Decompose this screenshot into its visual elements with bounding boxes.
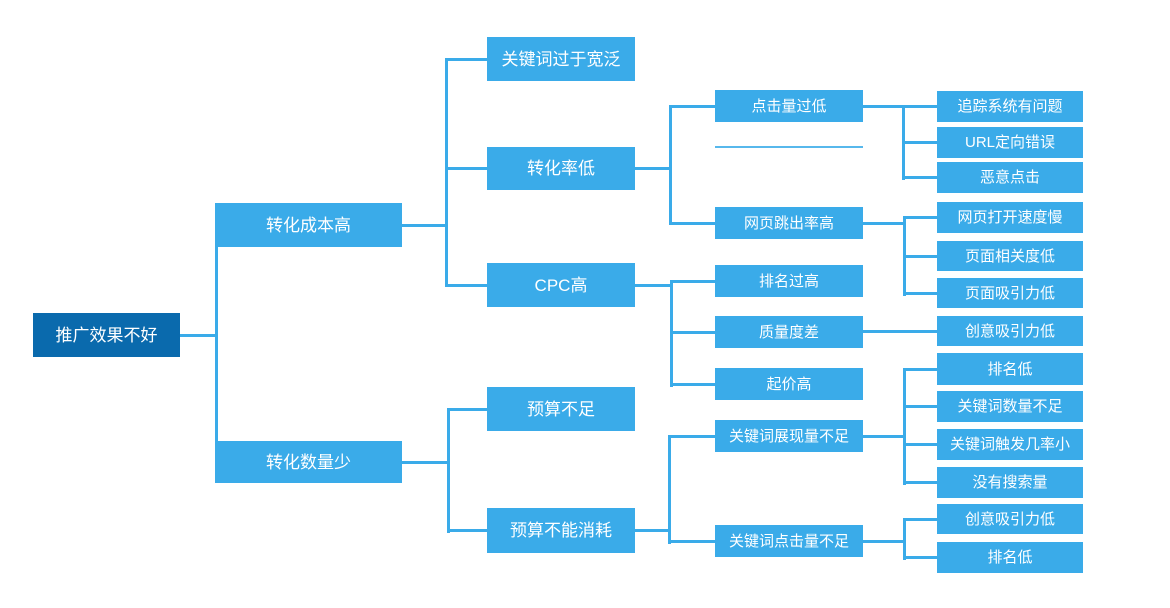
connector-stub-keyword-broad [445, 58, 487, 61]
connector-root [180, 334, 217, 337]
node-no-search-volume[interactable]: 没有搜索量 [937, 467, 1083, 498]
connector-impressions-spine [903, 368, 906, 485]
connector-quality-poor [863, 330, 937, 333]
connector-cost-high [402, 224, 448, 227]
node-conversion-count-low[interactable]: 转化数量少 [215, 441, 402, 483]
node-root[interactable]: 推广效果不好 [33, 313, 180, 357]
node-conversion-rate-low[interactable]: 转化率低 [487, 147, 635, 190]
node-page-appeal-low[interactable]: 页面吸引力低 [937, 278, 1083, 308]
connector-conv-rate-low-spine [669, 105, 672, 225]
node-ranking-too-high[interactable]: 排名过高 [715, 265, 863, 297]
connector-stub-impressions-insufficient [668, 435, 715, 438]
node-bounce-rate-high[interactable]: 网页跳出率高 [715, 207, 863, 239]
connector-stub-cpc-high [445, 284, 487, 287]
node-clicks-too-low[interactable]: 点击量过低 [715, 90, 863, 122]
connector-stub-page-slow [903, 216, 937, 219]
connector-stub-kw-clicks-insufficient [668, 540, 715, 543]
connector-stub-quality-poor [670, 331, 715, 334]
connector-stub-rank-low-1 [903, 368, 937, 371]
connector-stub-rank-too-high [670, 280, 715, 283]
connector-stub-budget-insufficient [447, 408, 487, 411]
connector-kw-clicks-spine [903, 518, 906, 560]
connector-stub-creative-appeal-low-2 [903, 518, 937, 521]
connector-stub-start-bid-high [670, 383, 715, 386]
connector-stub-malicious-clicks [902, 176, 937, 179]
connector-budget-not-consumed [635, 529, 671, 532]
connector-count-low [402, 461, 450, 464]
node-empty-underline[interactable] [715, 146, 863, 148]
node-creative-appeal-low[interactable]: 创意吸引力低 [937, 316, 1083, 346]
connector-kw-clicks-insufficient [863, 540, 906, 543]
connector-stub-clicks-low [669, 105, 715, 108]
node-keyword-trigger-prob-low[interactable]: 关键词触发几率小 [937, 429, 1083, 460]
node-ranking-low-2[interactable]: 排名低 [937, 542, 1083, 573]
node-budget-insufficient[interactable]: 预算不足 [487, 387, 635, 431]
node-keyword-impressions-insufficient[interactable]: 关键词展现量不足 [715, 420, 863, 452]
connector-stub-tracking-issue [902, 105, 937, 108]
connector-stub-url-error [902, 141, 937, 144]
node-cpc-high[interactable]: CPC高 [487, 263, 635, 307]
connector-bounce-high [863, 222, 906, 225]
node-malicious-clicks[interactable]: 恶意点击 [937, 162, 1083, 193]
node-starting-bid-high[interactable]: 起价高 [715, 368, 863, 400]
connector-cpc-high [635, 284, 673, 287]
connector-stub-bounce-high [669, 222, 715, 225]
connector-budget-not-consumed-spine [668, 435, 671, 544]
connector-root-spine [215, 224, 218, 464]
connector-cost-high-spine [445, 58, 448, 287]
node-conversion-cost-high[interactable]: 转化成本高 [215, 203, 402, 247]
connector-stub-kw-count-insufficient [903, 405, 937, 408]
node-quality-score-poor[interactable]: 质量度差 [715, 316, 863, 348]
connector-stub-no-search-volume [903, 481, 937, 484]
node-tracking-system-issue[interactable]: 追踪系统有问题 [937, 91, 1083, 122]
connector-impressions-insufficient [863, 435, 906, 438]
node-url-targeting-error[interactable]: URL定向错误 [937, 127, 1083, 158]
node-keyword-clicks-insufficient[interactable]: 关键词点击量不足 [715, 525, 863, 557]
node-page-load-slow[interactable]: 网页打开速度慢 [937, 202, 1083, 233]
connector-clicks-low [863, 105, 905, 108]
node-keyword-too-broad[interactable]: 关键词过于宽泛 [487, 37, 635, 81]
node-creative-appeal-low-2[interactable]: 创意吸引力低 [937, 504, 1083, 534]
node-page-relevance-low[interactable]: 页面相关度低 [937, 241, 1083, 271]
connector-count-low-spine [447, 408, 450, 533]
connector-stub-page-relevance-low [903, 255, 937, 258]
connector-stub-budget-not-consumed [447, 529, 487, 532]
connector-stub-conv-rate-low [445, 167, 487, 170]
connector-stub-rank-low-2 [903, 556, 937, 559]
node-keyword-count-insufficient[interactable]: 关键词数量不足 [937, 391, 1083, 422]
node-budget-not-consumed[interactable]: 预算不能消耗 [487, 508, 635, 553]
connector-stub-kw-trigger-low [903, 443, 937, 446]
connector-stub-page-appeal-low [903, 292, 937, 295]
connector-conv-rate-low [635, 167, 672, 170]
node-ranking-low[interactable]: 排名低 [937, 353, 1083, 385]
